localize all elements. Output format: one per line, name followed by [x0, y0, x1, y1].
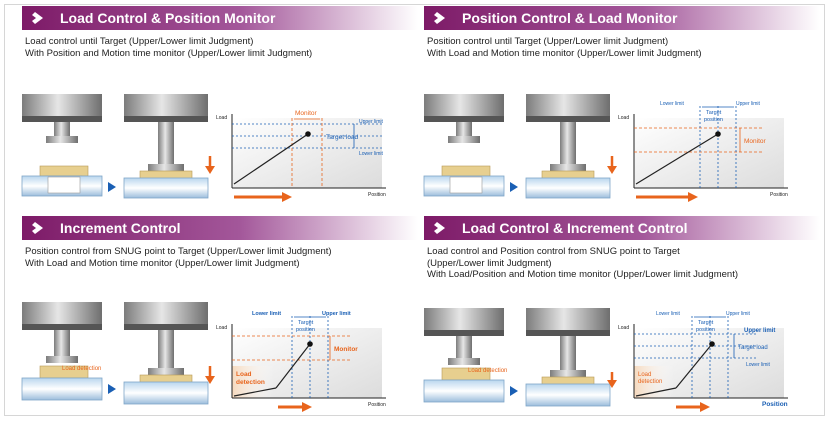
graph-x-label: Position — [368, 402, 386, 408]
panel-art: Load detection — [21, 216, 418, 412]
description-line: With Position and Motion time monitor (U… — [25, 47, 313, 59]
monitor-label: Monitor — [334, 346, 358, 353]
load-detection-graph-label-2: detection — [236, 379, 265, 386]
graph-y-label: Load — [618, 325, 629, 331]
graph-y-label: Load — [618, 115, 629, 121]
load-detection-graph-label-1: Load — [638, 372, 651, 378]
panel-description: Load control until Target (Upper/Lower l… — [25, 36, 419, 59]
graph-x-label: Position — [368, 192, 386, 198]
panel-description: Position control until Target (Upper/Low… — [427, 36, 821, 59]
monitor-label: Monitor — [744, 138, 767, 145]
panel-increment-control: Load detection — [21, 216, 419, 416]
press-machine-after — [123, 94, 209, 199]
press-machine-before — [423, 308, 505, 403]
graph-x-label: Position — [762, 401, 788, 408]
panel-art: Load Position Lower limit Upper limit Ta… — [423, 6, 820, 202]
arrow-down-icon — [607, 372, 617, 388]
lower-limit-label: Lower limit — [359, 151, 384, 157]
description-line: With Load and Motion time monitor (Upper… — [25, 257, 300, 269]
position-label: position — [704, 117, 723, 123]
panel-position-control-load-monitor: Load Position Lower limit Upper limit Ta… — [423, 6, 821, 206]
target-load-label: Target load — [326, 134, 359, 141]
chevron-right-icon — [434, 12, 445, 24]
graph-y-label: Load — [216, 325, 227, 331]
arrow-down-icon — [607, 156, 617, 174]
arrow-right-icon — [108, 182, 116, 192]
target-label: Target — [698, 320, 714, 326]
panel-load-control-increment-control: Load detection — [423, 216, 821, 416]
chevron-right-icon — [32, 222, 43, 234]
description-line: With Load and Motion time monitor (Upper… — [427, 47, 702, 59]
load-detection-label: Load detection — [62, 366, 101, 372]
press-machine-before — [21, 94, 103, 197]
position-label: position — [696, 327, 715, 333]
description-line: Load control and Position control from S… — [427, 246, 680, 257]
description-line: Position control until Target (Upper/Low… — [427, 36, 669, 47]
panel-description: Load control and Position control from S… — [427, 246, 821, 281]
arrow-down-icon — [205, 156, 215, 174]
load-position-graph — [633, 316, 788, 412]
arrow-right-icon — [108, 384, 116, 394]
description-line: With Load/Position and Motion time monit… — [427, 269, 738, 280]
upper-limit-load-label: Upper limit — [744, 328, 775, 334]
load-detection-graph-label-2: detection — [638, 379, 662, 385]
press-machine-before — [21, 302, 103, 401]
arrow-down-icon — [205, 366, 215, 384]
press-machine-after — [525, 308, 611, 407]
panel-title: Increment Control — [60, 220, 181, 236]
panel-load-control-position-monitor: Load Position Monitor Upper limit Target… — [21, 6, 419, 206]
target-label: Target — [298, 320, 314, 326]
monitor-label: Monitor — [295, 110, 318, 117]
arrow-right-icon — [510, 182, 518, 192]
press-machine-after — [525, 94, 611, 199]
lower-limit-label: Lower limit — [252, 311, 281, 317]
press-machine-before — [423, 94, 505, 197]
target-label: Target — [706, 110, 722, 116]
description-line: Position control from SNUG point to Targ… — [25, 246, 332, 257]
load-position-graph — [231, 114, 386, 202]
load-detection-label: Load detection — [468, 368, 507, 374]
panel-title: Load Control & Increment Control — [462, 220, 688, 236]
upper-limit-label: Upper limit — [736, 101, 761, 107]
target-load-label: Target load — [738, 345, 768, 351]
upper-limit-label: Upper limit — [359, 119, 384, 125]
upper-limit-label: Upper limit — [726, 311, 751, 317]
lower-limit-label: Lower limit — [660, 101, 685, 107]
load-detection-graph-label-1: Load — [236, 371, 252, 378]
chevron-right-icon — [32, 12, 43, 24]
panel-art: Load detection — [423, 216, 820, 412]
load-position-graph — [633, 106, 788, 202]
panel-title: Load Control & Position Monitor — [60, 10, 276, 26]
panel-art: Load Position Monitor Upper limit Target… — [21, 6, 418, 202]
diagram-frame — [4, 4, 825, 416]
press-machine-after — [123, 302, 209, 405]
panel-title: Position Control & Load Monitor — [462, 10, 678, 26]
lower-limit-label: Lower limit — [656, 311, 681, 317]
graph-x-label: Position — [770, 192, 788, 198]
chevron-right-icon — [434, 222, 445, 234]
panel-description: Position control from SNUG point to Targ… — [25, 246, 419, 269]
panel-banner — [22, 216, 418, 240]
panel-banner — [22, 6, 418, 30]
arrow-right-icon — [510, 386, 518, 396]
load-position-graph — [231, 316, 386, 412]
panel-banner — [424, 216, 820, 240]
description-line: Load control until Target (Upper/Lower l… — [25, 36, 254, 47]
description-line: (Upper/Lower limit Judgment) — [427, 257, 552, 269]
panel-banner — [424, 6, 820, 30]
position-label: position — [296, 327, 315, 333]
graph-y-label: Load — [216, 115, 227, 121]
lower-limit-load-label: Lower limit — [746, 362, 771, 368]
upper-limit-label: Upper limit — [322, 311, 351, 317]
